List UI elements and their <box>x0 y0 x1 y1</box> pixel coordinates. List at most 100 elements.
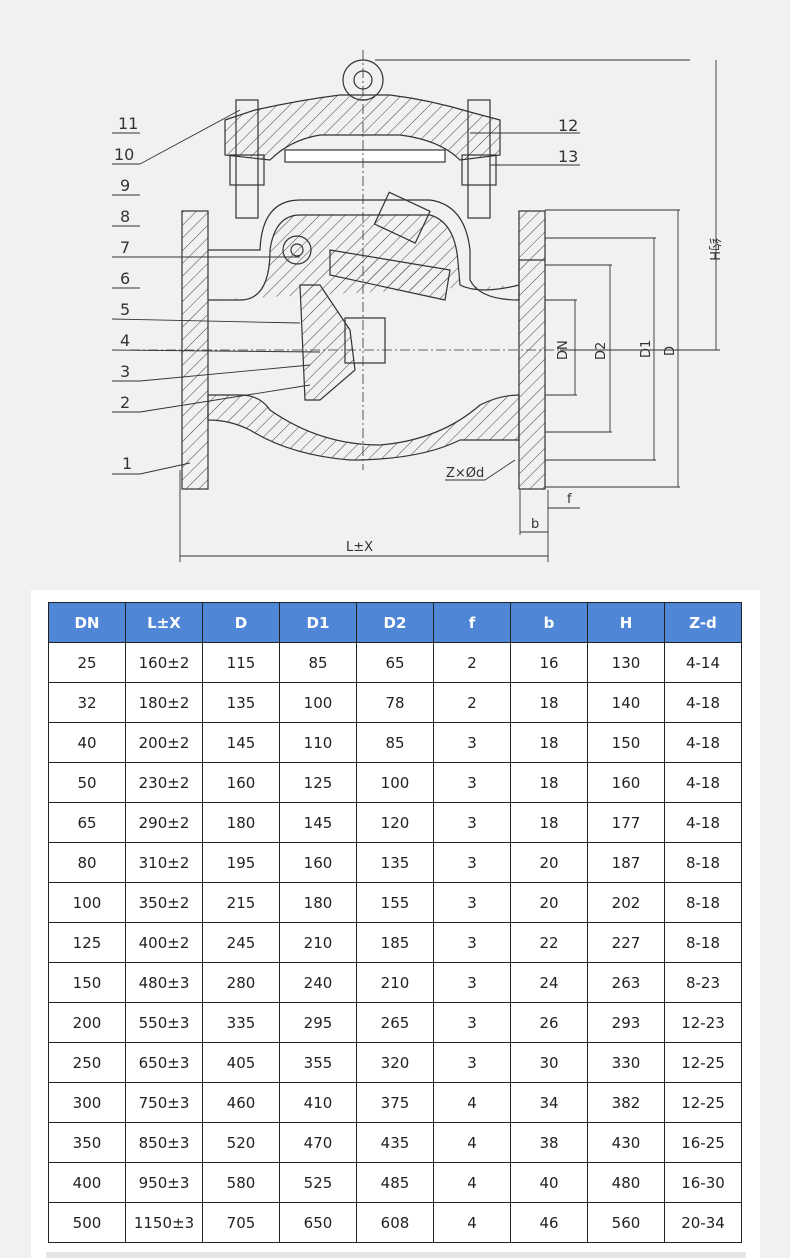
table-cell: 16-30 <box>664 1162 742 1203</box>
table-cell: 310±2 <box>125 842 203 883</box>
table-cell: 100 <box>48 882 126 923</box>
table-cell: 608 <box>356 1202 434 1243</box>
table-cell: 335 <box>202 1002 280 1043</box>
table-cell: 80 <box>48 842 126 883</box>
table-cell: 46 <box>510 1202 588 1243</box>
part-number-4: 4 <box>120 331 130 350</box>
part-number-5: 5 <box>120 300 130 319</box>
table-cell: 355 <box>279 1042 357 1083</box>
table-cell: 150 <box>587 722 665 763</box>
table-cell: 32 <box>48 682 126 723</box>
dim-label-h: 约H <box>706 238 721 261</box>
dim-label-holes: Z×Ød <box>446 466 484 481</box>
table-cell: 85 <box>356 722 434 763</box>
table-cell: 65 <box>48 802 126 843</box>
table-cell: 40 <box>48 722 126 763</box>
table-cell: 382 <box>587 1082 665 1123</box>
table-cell: 18 <box>510 762 588 803</box>
table-cell: 2 <box>433 682 511 723</box>
dim-label-dn: DN <box>556 340 571 360</box>
table-cell: 20 <box>510 882 588 923</box>
table-cell: 16 <box>510 642 588 683</box>
table-cell: 200 <box>48 1002 126 1043</box>
table-cell: 350 <box>48 1122 126 1163</box>
table-cell: 160 <box>587 762 665 803</box>
table-cell: 100 <box>356 762 434 803</box>
table-cell: 210 <box>356 962 434 1003</box>
table-cell: 3 <box>433 1042 511 1083</box>
table-cell: 20 <box>510 842 588 883</box>
table-cell: 280 <box>202 962 280 1003</box>
part-number-7: 7 <box>120 238 130 257</box>
table-header-cell: L±X <box>125 602 203 643</box>
table-cell: 295 <box>279 1002 357 1043</box>
part-number-12: 12 <box>558 116 578 135</box>
table-cell: 40 <box>510 1162 588 1203</box>
dim-label-f: f <box>567 492 572 507</box>
table-cell: 145 <box>202 722 280 763</box>
dim-label-d2: D2 <box>594 342 609 360</box>
table-cell: 3 <box>433 922 511 963</box>
table-cell: 485 <box>356 1162 434 1203</box>
table-cell: 400±2 <box>125 922 203 963</box>
table-cell: 12-25 <box>664 1082 742 1123</box>
table-cell: 150 <box>48 962 126 1003</box>
table-cell: 430 <box>587 1122 665 1163</box>
table-header-cell: D2 <box>356 602 434 643</box>
table-cell: 4 <box>433 1082 511 1123</box>
table-header-cell: H <box>587 602 665 643</box>
table-cell: 520 <box>202 1122 280 1163</box>
table-cell: 180 <box>202 802 280 843</box>
table-cell: 4-18 <box>664 682 742 723</box>
table-cell: 125 <box>48 922 126 963</box>
part-number-1: 1 <box>122 454 132 473</box>
table-cell: 12-25 <box>664 1042 742 1083</box>
table-cell: 78 <box>356 682 434 723</box>
table-cell: 560 <box>587 1202 665 1243</box>
table-cell: 85 <box>279 642 357 683</box>
dim-label-d1: D1 <box>639 340 654 358</box>
table-cell: 160 <box>202 762 280 803</box>
table-cell: 18 <box>510 682 588 723</box>
table-cell: 320 <box>356 1042 434 1083</box>
table-cell: 230±2 <box>125 762 203 803</box>
part-number-11: 11 <box>118 114 138 133</box>
table-cell: 177 <box>587 802 665 843</box>
table-cell: 187 <box>587 842 665 883</box>
bottom-strip <box>46 1252 746 1258</box>
table-cell: 4 <box>433 1162 511 1203</box>
table-cell: 4-18 <box>664 762 742 803</box>
table-cell: 38 <box>510 1122 588 1163</box>
table-cell: 4 <box>433 1122 511 1163</box>
part-number-2: 2 <box>120 393 130 412</box>
table-cell: 245 <box>202 922 280 963</box>
table-cell: 18 <box>510 722 588 763</box>
table-cell: 227 <box>587 922 665 963</box>
table-cell: 130 <box>587 642 665 683</box>
table-cell: 50 <box>48 762 126 803</box>
table-cell: 185 <box>356 922 434 963</box>
table-cell: 4 <box>433 1202 511 1243</box>
table-cell: 18 <box>510 802 588 843</box>
table-cell: 125 <box>279 762 357 803</box>
table-cell: 2 <box>433 642 511 683</box>
part-number-6: 6 <box>120 269 130 288</box>
table-cell: 330 <box>587 1042 665 1083</box>
table-cell: 750±3 <box>125 1082 203 1123</box>
table-cell: 120 <box>356 802 434 843</box>
table-cell: 155 <box>356 882 434 923</box>
table-cell: 34 <box>510 1082 588 1123</box>
table-cell: 550±3 <box>125 1002 203 1043</box>
table-cell: 140 <box>587 682 665 723</box>
table-cell: 250 <box>48 1042 126 1083</box>
